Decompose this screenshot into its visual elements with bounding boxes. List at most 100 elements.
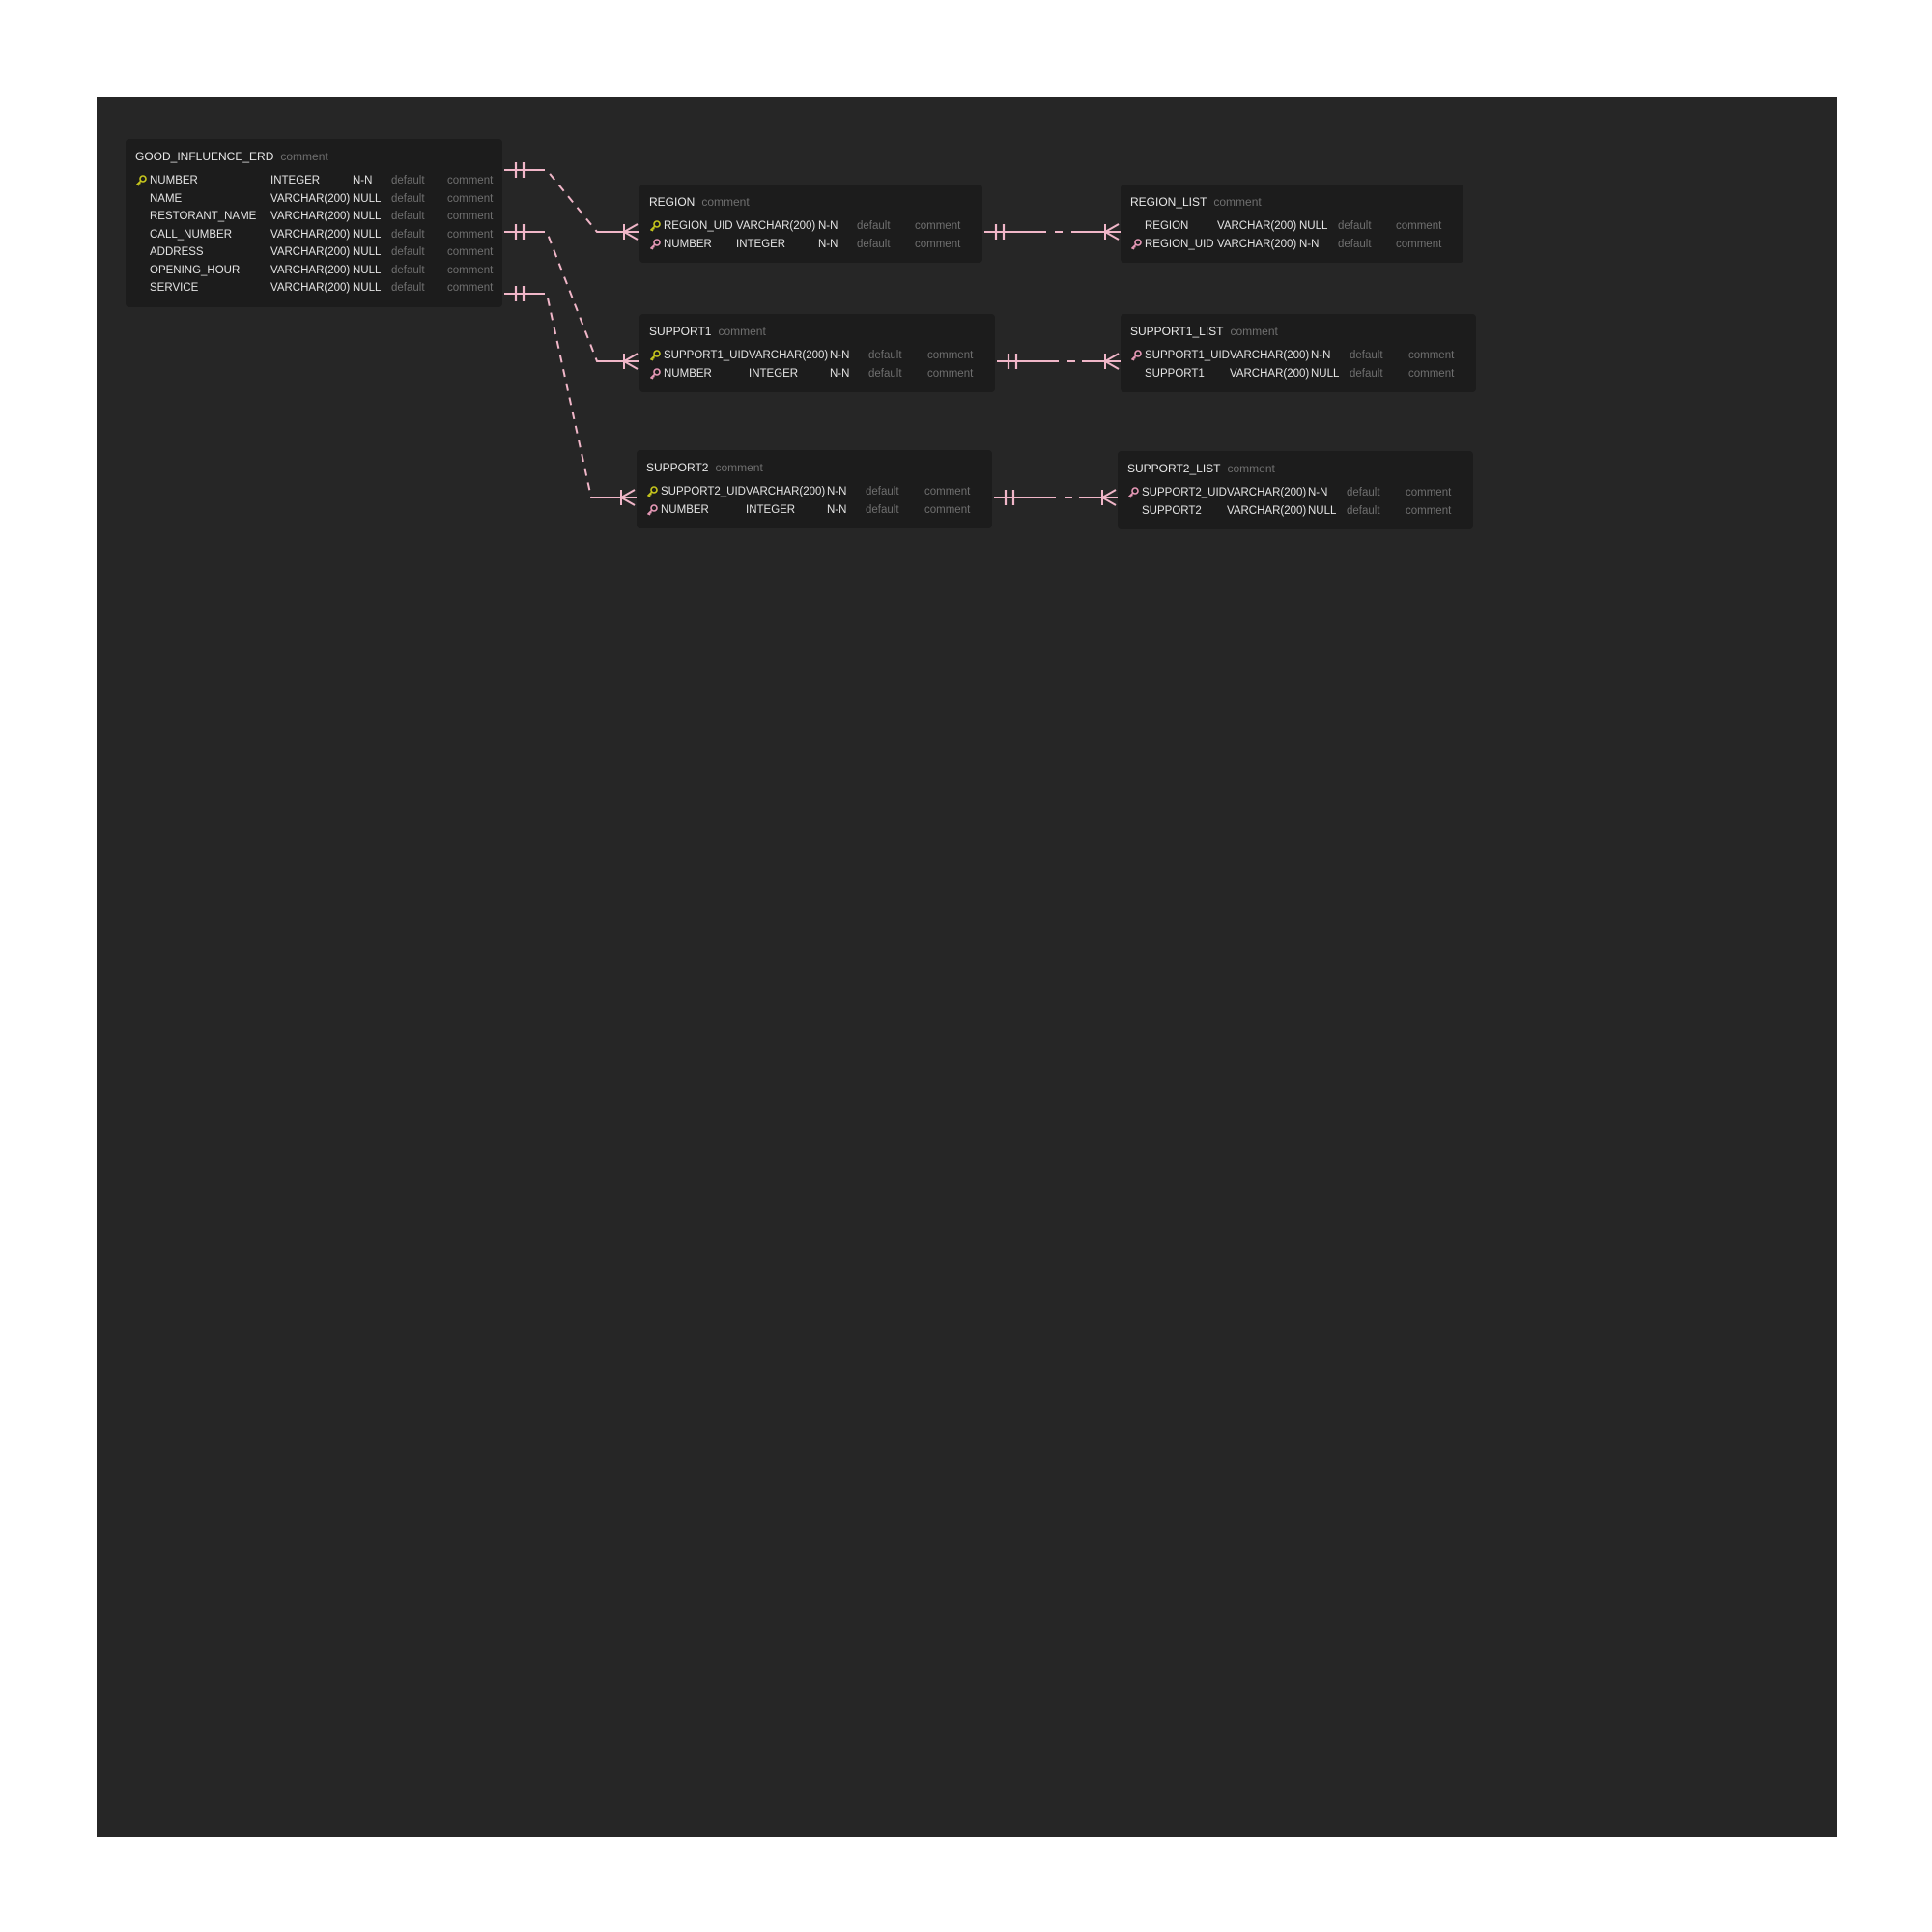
column-comment[interactable]: comment xyxy=(927,350,974,361)
column-name[interactable]: SUPPORT2 xyxy=(1142,504,1202,517)
column-default[interactable]: default xyxy=(1347,504,1380,517)
column-comment[interactable]: comment xyxy=(1406,504,1452,517)
table-name[interactable]: SUPPORT1_LIST xyxy=(1130,325,1224,338)
column-name[interactable]: NAME xyxy=(150,192,183,205)
column-default[interactable]: default xyxy=(391,175,425,186)
column-nullable[interactable]: NULL xyxy=(353,192,382,205)
table-comment[interactable]: comment xyxy=(1227,462,1275,475)
table-name[interactable]: REGION_LIST xyxy=(1130,195,1208,209)
column-comment[interactable]: comment xyxy=(1396,238,1442,250)
column-default[interactable]: default xyxy=(391,228,425,241)
column-type[interactable]: VARCHAR(200) xyxy=(270,246,351,258)
column-comment[interactable]: comment xyxy=(447,211,494,222)
column-name[interactable]: SERVICE xyxy=(150,282,199,294)
table-comment[interactable]: comment xyxy=(1230,325,1278,338)
column-default[interactable]: default xyxy=(868,350,902,361)
column-nullable[interactable]: N-N xyxy=(827,503,847,516)
column-nullable[interactable]: NULL xyxy=(353,282,382,294)
column-nullable[interactable]: NULL xyxy=(353,246,382,258)
column-comment[interactable]: comment xyxy=(915,220,961,232)
column-comment[interactable]: comment xyxy=(1408,367,1455,380)
column-default[interactable]: default xyxy=(391,282,425,294)
column-type[interactable]: VARCHAR(200) xyxy=(1227,487,1307,498)
column-default[interactable]: default xyxy=(868,367,902,380)
column-comment[interactable]: comment xyxy=(924,503,971,516)
table-name[interactable]: SUPPORT2_LIST xyxy=(1127,462,1221,475)
column-type[interactable]: VARCHAR(200) xyxy=(1230,367,1310,380)
column-name[interactable]: SUPPORT2_UID xyxy=(661,486,746,497)
column-default[interactable]: default xyxy=(857,220,891,232)
column-name[interactable]: ADDRESS xyxy=(150,246,204,258)
column-nullable[interactable]: N-N xyxy=(1311,350,1331,361)
column-default[interactable]: default xyxy=(857,238,891,250)
column-nullable[interactable]: NULL xyxy=(1308,504,1337,517)
column-comment[interactable]: comment xyxy=(1406,487,1452,498)
column-name[interactable]: SUPPORT1_UID xyxy=(1145,350,1230,361)
table-comment[interactable]: comment xyxy=(1213,195,1262,209)
table-name[interactable]: REGION xyxy=(649,195,696,209)
column-type[interactable]: VARCHAR(200) xyxy=(749,350,829,361)
column-name[interactable]: SUPPORT1_UID xyxy=(664,350,749,361)
column-name[interactable]: REGION xyxy=(1145,220,1189,232)
column-default[interactable]: default xyxy=(391,264,425,276)
column-nullable[interactable]: N-N xyxy=(353,175,373,186)
column-default[interactable]: default xyxy=(1338,238,1372,250)
table-comment[interactable]: comment xyxy=(718,325,766,338)
column-type[interactable]: VARCHAR(200) xyxy=(270,282,351,294)
table-comment[interactable]: comment xyxy=(280,150,328,163)
column-name[interactable]: NUMBER xyxy=(150,175,198,186)
column-comment[interactable]: comment xyxy=(447,246,494,258)
column-default[interactable]: default xyxy=(1347,487,1380,498)
column-comment[interactable]: comment xyxy=(1396,220,1442,232)
column-nullable[interactable]: N-N xyxy=(818,220,838,232)
column-default[interactable]: default xyxy=(866,503,899,516)
column-comment[interactable]: comment xyxy=(915,238,961,250)
column-comment[interactable]: comment xyxy=(447,282,494,294)
column-nullable[interactable]: N-N xyxy=(818,238,838,250)
column-type[interactable]: INTEGER xyxy=(749,367,799,380)
column-type[interactable]: VARCHAR(200) xyxy=(270,211,351,222)
column-name[interactable]: NUMBER xyxy=(664,367,712,380)
column-row[interactable]: NUMBER INTEGER N-N default comment xyxy=(646,501,982,520)
column-type[interactable]: VARCHAR(200) xyxy=(270,192,351,205)
column-nullable[interactable]: N-N xyxy=(827,486,847,497)
column-default[interactable]: default xyxy=(391,192,425,205)
column-type[interactable]: VARCHAR(200) xyxy=(1217,238,1297,250)
column-name[interactable]: CALL_NUMBER xyxy=(150,228,232,241)
column-comment[interactable]: comment xyxy=(447,264,494,276)
column-nullable[interactable]: N-N xyxy=(830,350,850,361)
column-type[interactable]: INTEGER xyxy=(746,503,796,516)
column-comment[interactable]: comment xyxy=(447,192,494,205)
column-nullable[interactable]: NULL xyxy=(353,228,382,241)
column-nullable[interactable]: NULL xyxy=(1299,220,1328,232)
column-default[interactable]: default xyxy=(866,486,899,497)
column-default[interactable]: default xyxy=(1350,350,1383,361)
column-nullable[interactable]: N-N xyxy=(1299,238,1320,250)
column-type[interactable]: VARCHAR(200) xyxy=(736,220,816,232)
column-name[interactable]: NUMBER xyxy=(661,503,709,516)
column-comment[interactable]: comment xyxy=(927,367,974,380)
column-nullable[interactable]: NULL xyxy=(353,264,382,276)
column-default[interactable]: default xyxy=(391,211,425,222)
column-type[interactable]: VARCHAR(200) xyxy=(1217,220,1297,232)
column-nullable[interactable]: N-N xyxy=(830,367,850,380)
column-name[interactable]: RESTORANT_NAME xyxy=(150,211,257,222)
